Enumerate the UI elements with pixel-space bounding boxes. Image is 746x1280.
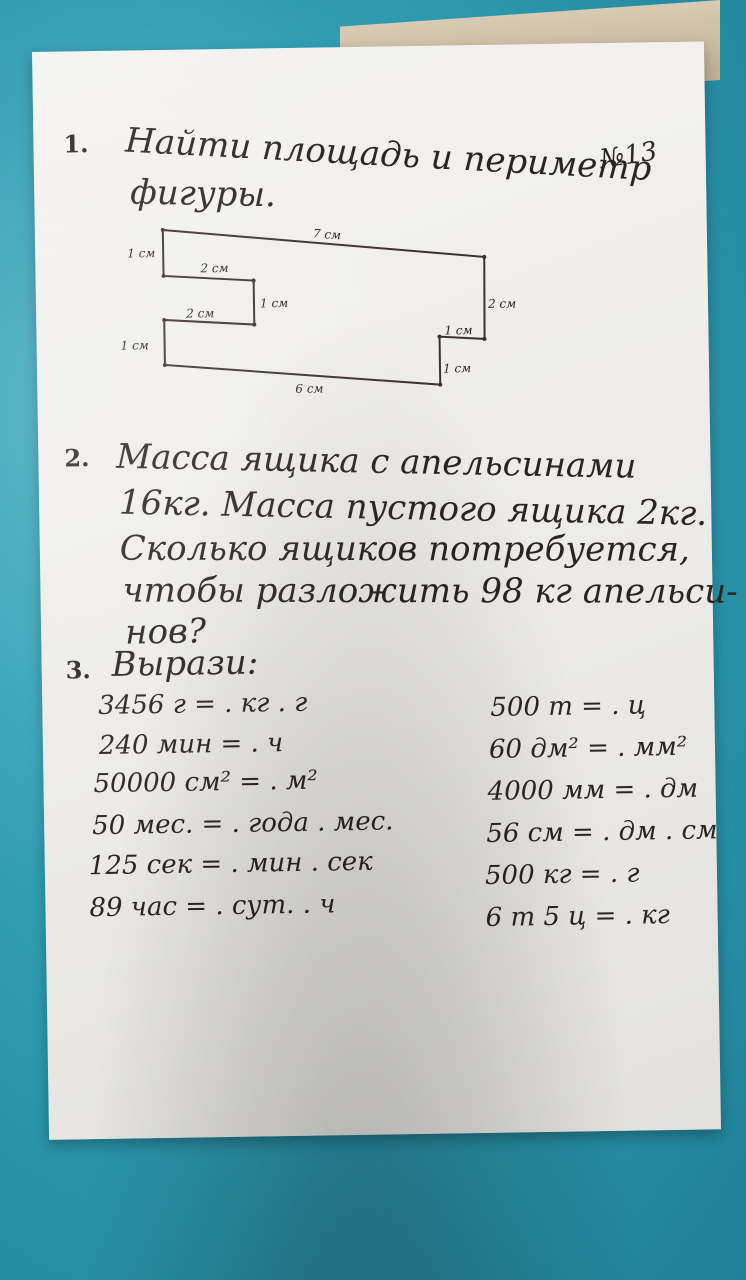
task2-line2: 16кг. Масса пустого ящика 2кг. [118, 482, 708, 534]
left-expression-6: 89 час = . сут. . ч [89, 889, 336, 924]
left-expression-4: 50 мес. = . года . мес. [91, 806, 394, 842]
label-right: 2 см [487, 296, 517, 311]
label-left-bottom: 1 см [120, 338, 149, 353]
right-expression-4: 56 см = . дм . см [486, 815, 718, 849]
task3-title: Вырази: [111, 642, 259, 685]
right-expression-1: 500 т = . ц [490, 690, 647, 723]
right-expression-3: 4000 мм = . дм [487, 773, 699, 807]
label-step-mid: 1 см [259, 296, 289, 311]
label-right-step: 1 см [444, 323, 473, 338]
left-expression-5: 125 сек = . мин . сек [88, 846, 373, 882]
label-step-bottom: 2 см [186, 306, 215, 321]
task2-line4: чтобы разложить 98 кг апельси- [122, 570, 738, 612]
right-expression-2: 60 дм² = . мм² [488, 731, 688, 765]
label-step-top: 2 см [200, 260, 229, 276]
left-expression-3: 50000 см² = . м² [93, 765, 319, 800]
task2-line1: Масса ящика с апельсинами [115, 436, 637, 487]
left-expression-2: 240 мин = . ч [98, 728, 284, 762]
label-bottom: 6 см [295, 381, 324, 396]
label-right-bottom: 1 см [442, 361, 472, 376]
figure-diagram [160, 227, 487, 387]
task2-number: 2. [64, 443, 90, 473]
worksheet-paper: №13 1. Найти площадь и периметр фигуры. … [32, 41, 738, 1140]
right-expression-6: 6 т 5 ц = . кг [485, 900, 671, 933]
label-top: 7 см [312, 226, 342, 243]
task3-number: 3. [65, 655, 91, 685]
right-expression-5: 500 кг = . г [484, 858, 640, 891]
task2-line3: Сколько ящиков потребуется, [119, 528, 690, 570]
label-left-top: 1 см [127, 246, 156, 261]
left-expression-1: 3456 г = . кг . г [98, 687, 308, 722]
